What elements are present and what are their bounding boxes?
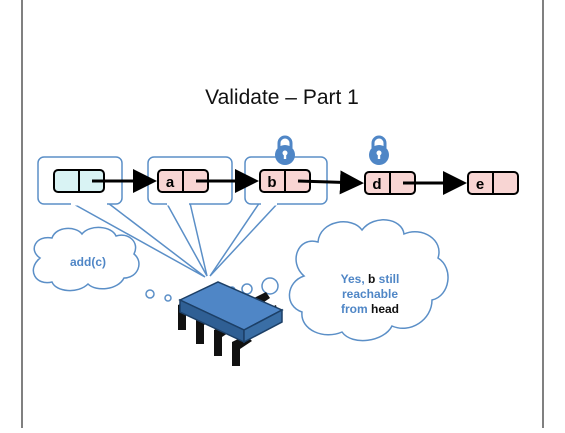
lock-icon — [275, 135, 295, 165]
callout-tails — [69, 201, 279, 278]
pointer-b-to-d — [297, 170, 364, 195]
thought-dots-left — [145, 289, 172, 302]
linked-list: a b d e — [53, 169, 519, 195]
thought-text-right-line2: reachable — [342, 287, 398, 301]
list-node-head — [53, 169, 105, 193]
node-label: e — [476, 176, 484, 193]
thought-cloud-left: add(c) — [32, 226, 140, 292]
cpu-side-right — [243, 308, 283, 344]
list-node-e: e — [467, 171, 519, 195]
cloud-shape — [288, 219, 449, 342]
thought-dot — [145, 289, 155, 299]
callout-tail-head — [69, 201, 206, 278]
thought-dot — [261, 277, 279, 295]
thought-text-right-line1: Yes, b still — [341, 272, 400, 286]
thought-cloud-right: Yes, b still reachable from head — [288, 219, 449, 342]
slide-title: Validate – Part 1 — [205, 86, 359, 109]
cloud-shape — [32, 226, 140, 292]
lock-icon — [369, 135, 389, 165]
thought-text-left: add(c) — [70, 255, 106, 269]
thought-text-right-line3: from head — [341, 302, 399, 316]
thought-dot — [164, 294, 172, 302]
node-label: a — [166, 174, 175, 191]
cpu-icon — [178, 281, 284, 366]
node-label: d — [372, 176, 381, 193]
callout-tail-b — [209, 201, 279, 277]
next-pointers — [92, 169, 467, 195]
node-label: b — [267, 174, 276, 191]
callout-tail-a — [165, 201, 208, 277]
